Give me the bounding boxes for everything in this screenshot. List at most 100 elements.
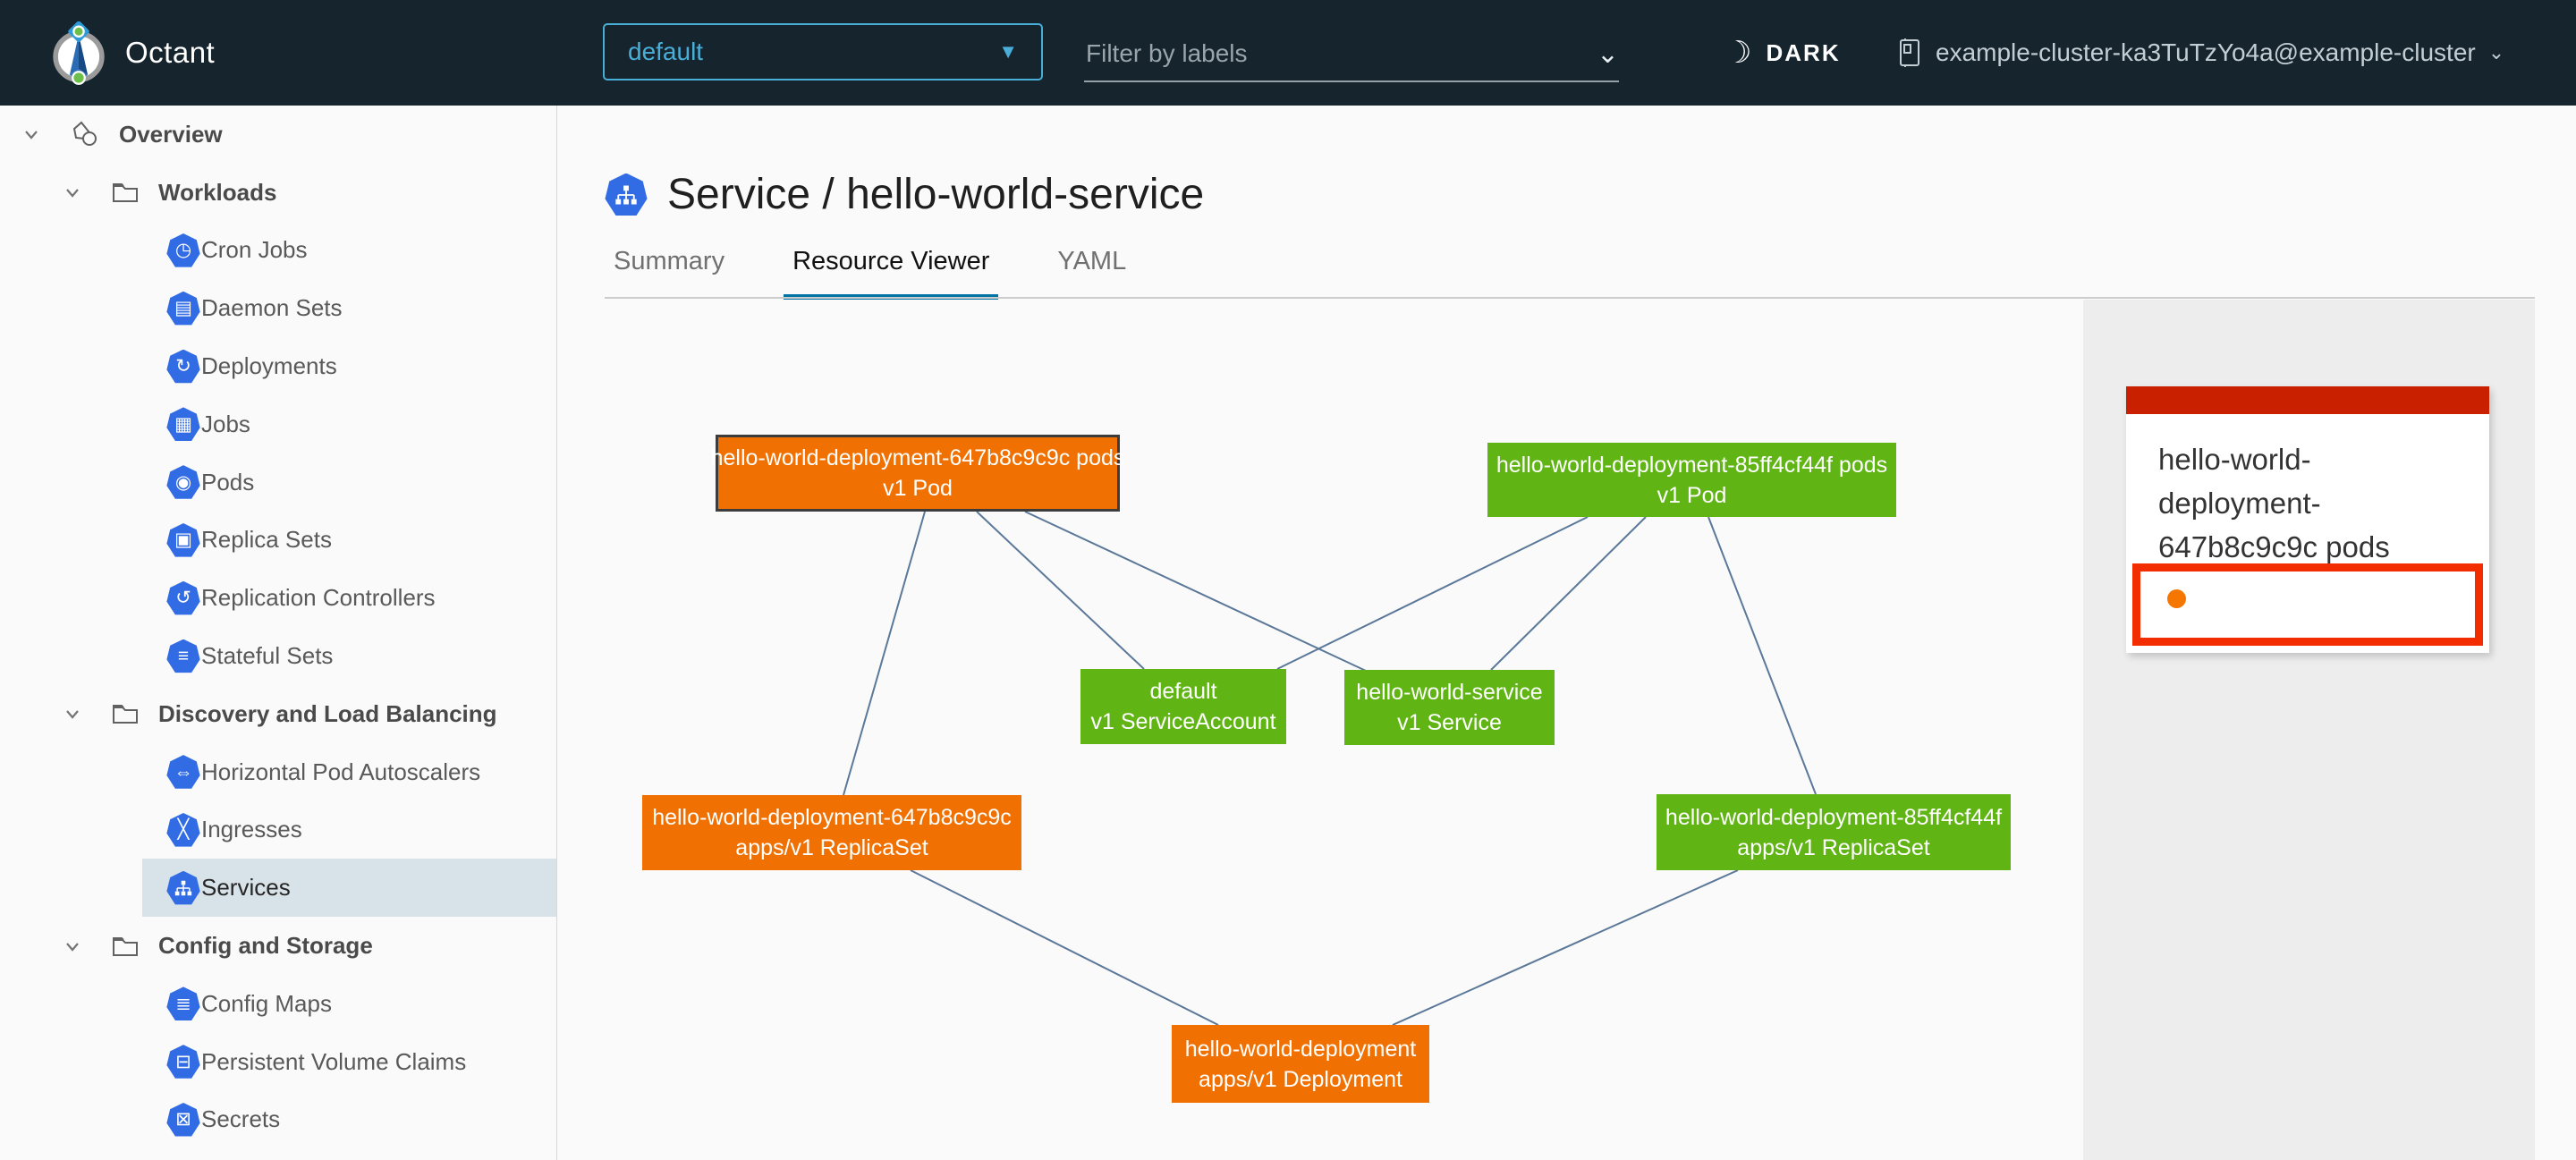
sidebar-item-cron-jobs[interactable]: ◷Cron Jobs [0,222,556,280]
sidebar-item-horizontal-pod-autoscalers[interactable]: ⇔Horizontal Pod Autoscalers [0,743,556,801]
app-title: Octant [125,36,216,69]
sidebar-item-replication-controllers[interactable]: ↺Replication Controllers [0,569,556,627]
sidebar-item-stateful-sets[interactable]: ≡Stateful Sets [0,627,556,685]
sidebar-item-label: Replication Controllers [201,584,436,612]
graph-edge [843,511,926,796]
sidebar-item-label: Overview [119,120,223,148]
ingress-icon: ╳ [166,812,200,847]
sidebar-item-label: Discovery and Load Balancing [158,699,497,727]
sidebar-item-workloads[interactable]: Workloads [0,164,556,222]
sidebar-item-config-and-storage[interactable]: Config and Storage [0,917,556,975]
cronjob-icon: ◷ [166,233,200,267]
node-label-kind: v1 Service [1397,710,1502,735]
selected-resource-card: hello-world-deployment-647b8c9c9c pods [2126,386,2489,653]
tab-yaml[interactable]: YAML [1057,247,1127,275]
cluster-context-selector[interactable]: example-cluster-ka3TuTzYo4a@example-clus… [1896,0,2504,106]
pvc-icon: ⊟ [166,1045,200,1079]
sidebar-item-label: Deployments [201,352,337,380]
sidebar-item-label: Daemon Sets [201,294,343,322]
node-label-name: hello-world-deployment [1184,1036,1417,1062]
graph-edge [1490,516,1647,671]
sidebar-item-secrets[interactable]: ⊠Secrets [0,1091,556,1149]
chevron-down-icon[interactable] [61,181,84,204]
sidebar-item-config-maps[interactable]: ≣Config Maps [0,975,556,1033]
sidebar-item-replica-sets[interactable]: ▣Replica Sets [0,512,556,570]
sidebar-item-label: Persistent Volume Claims [201,1047,467,1075]
configmap-icon: ≣ [166,986,200,1020]
detail-panel: hello-world-deployment-647b8c9c9c pods [2083,300,2535,1160]
app-header: Octant default ▼ ⌄ ☾ DARK example-cluste… [0,0,2576,106]
sidebar-item-persistent-volume-claims[interactable]: ⊟Persistent Volume Claims [0,1033,556,1091]
graph-node-service-hello-world[interactable]: hello-world-service v1 Service [1344,670,1555,745]
node-label-kind: v1 Pod [883,476,953,501]
sidebar-item-label: Workloads [158,178,277,206]
sidebar-item-jobs[interactable]: ▦Jobs [0,395,556,453]
label-filter: ⌄ [1084,27,1619,82]
service-icon [166,870,200,905]
graph-node-replicaset-85ff[interactable]: hello-world-deployment-85ff4cf44f apps/v1… [1657,794,2011,870]
statefulset-icon: ≡ [166,639,200,673]
chevron-down-icon[interactable] [61,935,84,958]
sidebar-item-label: Jobs [201,410,250,437]
moon-icon: ☾ [1724,36,1752,70]
node-label-kind: apps/v1 ReplicaSet [1737,834,1930,860]
secret-icon: ⊠ [166,1102,200,1137]
graph-edge [1024,511,1367,672]
node-label-name: hello-world-deployment-85ff4cf44f [1665,804,2003,830]
node-label-name: hello-world-deployment-85ff4cf44f pods [1496,452,1888,478]
graph-node-replicaset-647[interactable]: hello-world-deployment-647b8c9c9c apps/v1… [642,795,1021,870]
sidebar-item-label: Pods [201,468,255,495]
node-label-kind: apps/v1 ReplicaSet [735,835,928,860]
dark-theme-toggle[interactable]: ☾ DARK [1724,0,1841,106]
sidebar-item-ingresses[interactable]: ╳Ingresses [0,801,556,859]
resource-tabs: Summary Resource Viewer YAML [605,247,1135,300]
sidebar-item-label: Cron Jobs [201,236,308,264]
resource-viewer-graph: hello-world-deployment-647b8c9c9c pods v1… [557,300,2083,1160]
folder-icon [108,175,142,209]
sidebar-item-label: Secrets [201,1105,281,1133]
node-label-name: hello-world-deployment-647b8c9c9c pods [710,445,1125,470]
sidebar-item-label: Stateful Sets [201,642,334,670]
sidebar-item-label: Horizontal Pod Autoscalers [201,758,481,785]
status-dot[interactable] [2167,589,2186,608]
chevron-down-icon[interactable] [20,123,43,146]
filter-chevron-icon[interactable]: ⌄ [1596,38,1619,69]
daemonset-icon: ▤ [166,291,200,326]
folder-icon [108,697,142,731]
label-filter-input[interactable] [1084,38,1553,69]
sidebar-item-label: Services [201,874,291,902]
graph-edge [1392,869,1739,1026]
card-status-box [2132,563,2483,646]
tab-resource-viewer[interactable]: Resource Viewer [784,247,999,300]
deployment-icon: ↻ [166,349,200,384]
context-chevron-icon: ⌄ [2487,41,2505,64]
sidebar-active-highlight [142,859,556,918]
namespace-dropdown[interactable]: default ▼ [603,23,1043,80]
service-icon [605,173,648,216]
graph-edge [1707,516,1817,795]
node-label-name: hello-world-service [1356,680,1543,705]
graph-edge [910,869,1219,1026]
cluster-context-label: example-cluster-ka3TuTzYo4a@example-clus… [1936,38,2476,66]
dark-theme-label: DARK [1766,38,1841,66]
navigation-sidebar: Overview Workloads◷Cron Jobs▤Daemon Sets… [0,106,557,1160]
sidebar-item-services[interactable]: Services [0,859,556,918]
sidebar-item-label: Ingresses [201,816,302,843]
sidebar-item-label: Config and Storage [158,932,373,960]
dropdown-caret-icon: ▼ [998,40,1018,63]
node-label-name: default [1149,679,1217,704]
sidebar-item-overview[interactable]: Overview [0,106,556,164]
node-label-name: hello-world-deployment-647b8c9c9c [652,805,1012,830]
sidebar-item-daemon-sets[interactable]: ▤Daemon Sets [0,279,556,337]
sidebar-item-deployments[interactable]: ↻Deployments [0,337,556,395]
tab-summary[interactable]: Summary [614,247,725,275]
sidebar-item-discovery-and-load-balancing[interactable]: Discovery and Load Balancing [0,685,556,743]
chevron-down-icon[interactable] [61,702,84,725]
graph-node-pod-647[interactable]: hello-world-deployment-647b8c9c9c pods v1… [711,435,1124,512]
page-title: Service / hello-world-service [667,171,1205,218]
hpa-icon: ⇔ [166,755,200,789]
sidebar-item-pods[interactable]: ◉Pods [0,453,556,512]
